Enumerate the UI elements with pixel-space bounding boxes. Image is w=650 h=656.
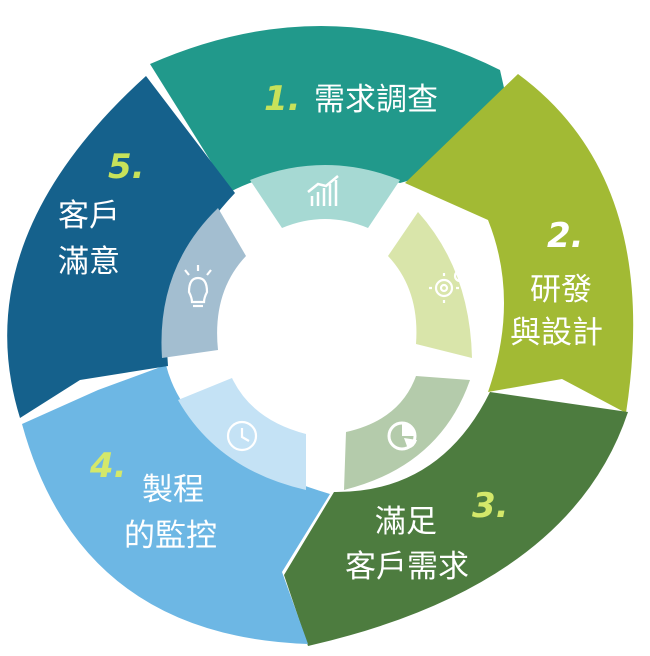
step-2-label-line-2: 與設計 [510, 315, 603, 351]
step-4-label-line-2: 的監控 [124, 518, 217, 554]
step-5-number: 5. [108, 147, 145, 187]
lightbulb-icon [184, 265, 212, 308]
step-2-number: 2. [547, 216, 584, 256]
inner-segment-5 [161, 208, 246, 358]
step-3-number: 3. [472, 486, 509, 526]
segment-4-process-monitoring [22, 365, 330, 644]
step-1-number: 1. [264, 79, 301, 119]
step-4-label-line-1: 製程 [142, 472, 204, 508]
segment-2-rd-design [405, 74, 634, 413]
inner-segment-2 [388, 212, 472, 358]
step-2-label-line-1: 研發 [530, 272, 592, 308]
step-3-label-line-2: 客戶需求 [345, 549, 469, 585]
step-1-label: 需求調查 [314, 82, 438, 118]
step-5-label-line-1: 客戶 [58, 198, 120, 234]
segment-3-meet-customer-needs [284, 392, 628, 646]
bar-chart-icon [307, 175, 339, 206]
segment-5-customer-satisfaction [7, 76, 235, 418]
gears-icon [429, 269, 467, 303]
segment-1-needs-survey [150, 25, 518, 192]
clock-icon [226, 420, 258, 452]
step-4-number: 4. [89, 446, 127, 486]
step-5-label-line-2: 滿意 [58, 244, 120, 280]
step-3-label-line-1: 滿足 [375, 504, 437, 540]
pie-chart-icon [387, 421, 417, 451]
